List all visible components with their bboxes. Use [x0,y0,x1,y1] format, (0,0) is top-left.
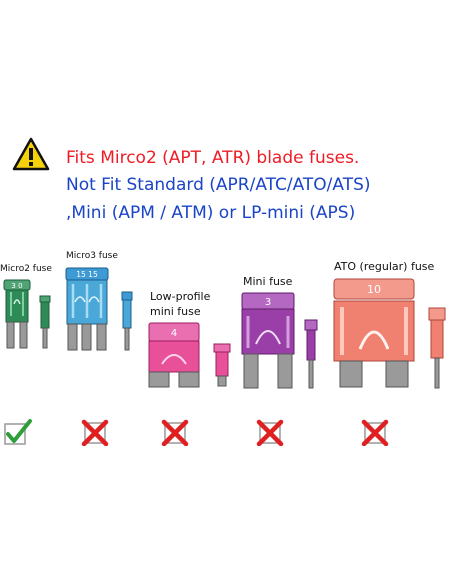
warning-triangle-icon [12,137,50,171]
low-profile-rating-text: 4 [171,328,177,339]
micro3-fuse-label: Micro3 fuse [66,251,118,261]
low-profile-label-line: mini fuse [150,305,201,318]
green-check-icon [4,419,32,445]
micro2-fuse-label: Micro2 fuse [0,264,52,274]
mini-rating-text: 3 [265,297,271,308]
ato-fuse-label: ATO (regular) fuse [334,260,435,273]
micro2-rating-text: 3 0 [11,282,22,290]
fits-text: Fits Mirco2 (APT, ATR) blade fuses. [66,148,360,168]
low-profile-mini-fuse-label: Low-profile mini fuse [150,289,210,319]
low-profile-label-line: Low-profile [150,290,211,303]
not-fit-mini-text: ,Mini (APM / ATM) or LP-mini (APS) [66,203,356,223]
red-x-icon [161,419,189,446]
not-fit-standard-text: Not Fit Standard (APR/ATC/ATO/ATS) [66,175,371,195]
low-profile-label-text: Low-profile mini fuse [150,290,210,318]
red-x-icon [256,419,284,446]
ato-fuse-icon: 10 [333,278,415,388]
micro3-fuse-side-icon [121,291,133,351]
micro3-fuse-icon: 15 15 [65,267,109,351]
mini-fuse-side-icon [304,319,318,389]
ato-fuse-side-icon [428,307,446,389]
low-profile-mini-fuse-side-icon [213,343,231,387]
ato-rating-text: 10 [367,283,381,296]
red-x-icon [361,419,389,446]
mini-fuse-label: Mini fuse [243,275,293,288]
micro2-fuse-side-icon [39,295,51,349]
micro2-fuse-icon: 3 0 [3,279,31,349]
mini-fuse-icon: 3 [241,292,295,389]
low-profile-mini-fuse-icon: 4 [148,322,200,388]
red-x-icon [81,419,109,446]
micro3-rating-text: 15 15 [76,270,98,279]
